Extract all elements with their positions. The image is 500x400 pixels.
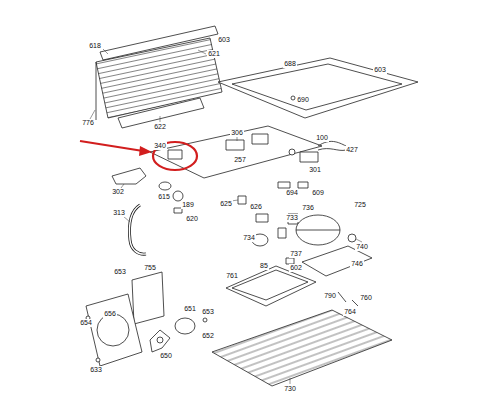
callout-number: 620 [185,215,199,223]
callout-number: 427 [345,146,359,154]
callout-number: 755 [143,264,157,272]
callout-number: 625 [219,200,233,208]
callout-number: 650 [159,352,173,360]
callout-number: 656 [103,310,117,318]
callout-number: 764 [343,308,357,316]
callout-number: 761 [225,272,239,280]
callout-number: 85 [259,262,269,270]
callout-number: 618 [88,42,102,50]
callout-number: 776 [81,119,95,127]
callout-number: 603 [217,36,231,44]
callout-number: 301 [308,166,322,174]
callout-number: 306 [230,129,244,137]
callout-number: 603 [373,66,387,74]
callout-number: 733 [285,214,299,222]
callout-number: 622 [153,123,167,131]
callout-number: 736 [301,204,315,212]
callout-number: 626 [249,203,263,211]
callout-number: 740 [355,243,369,251]
callout-number: 746 [350,260,364,268]
callout-number: 688 [283,60,297,68]
callout-number: 257 [233,156,247,164]
callout-number: 694 [285,189,299,197]
callout-number: 653 [201,308,215,316]
callout-number: 653 [113,268,127,276]
callout-number: 690 [296,96,310,104]
callout-number: 602 [289,264,303,272]
callout-number: 302 [111,188,125,196]
callout-number: 737 [289,250,303,258]
callout-number: 633 [89,366,103,374]
callout-number: 340 [153,142,167,150]
callout-number: 734 [242,234,256,242]
callout-number: 621 [207,50,221,58]
callout-number: 725 [353,201,367,209]
callout-number: 730 [283,385,297,393]
callout-number: 615 [157,193,171,201]
callout-number: 652 [201,332,215,340]
callout-number: 609 [311,189,325,197]
callout-number: 100 [315,134,329,142]
callout-number: 651 [183,305,197,313]
callout-number: 654 [79,319,93,327]
callout-number: 313 [112,209,126,217]
callout-number: 760 [359,294,373,302]
callout-number: 189 [181,201,195,209]
callout-number: 790 [323,292,337,300]
